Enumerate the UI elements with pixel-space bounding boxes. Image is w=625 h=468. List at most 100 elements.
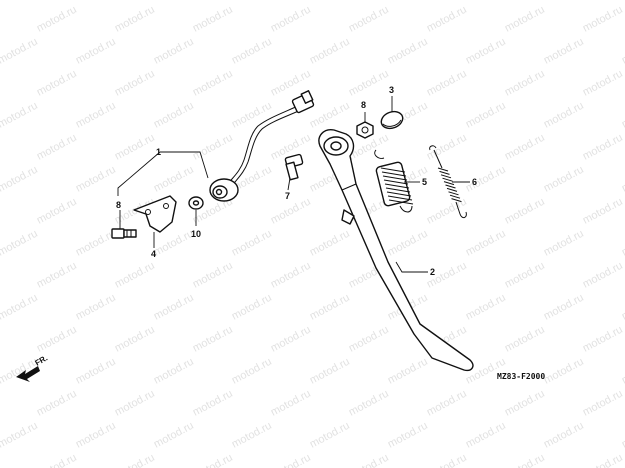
watermark-text: motod.ru (0, 228, 40, 259)
watermark-text: motod.ru (230, 356, 274, 387)
diagram-code: MZ83-F2000 (497, 372, 545, 381)
watermark-text: motod.ru (308, 356, 352, 387)
watermark-text: motod.ru (191, 260, 235, 291)
watermark-text: motod.ru (0, 132, 1, 163)
spring-coil (380, 167, 406, 173)
watermark-text: motod.ru (0, 164, 40, 195)
front-arrow-icon (16, 366, 40, 382)
watermark-text: motod.ru (503, 388, 547, 419)
watermark-text: motod.ru (0, 452, 1, 468)
watermark-text: motod.ru (113, 4, 157, 35)
watermark-text: motod.ru (152, 164, 196, 195)
watermark-text: motod.ru (425, 196, 469, 227)
watermark-text: motod.ru (0, 36, 40, 67)
watermark-text: motod.ru (308, 228, 352, 259)
spring-coil (442, 177, 453, 182)
watermark-text: motod.ru (581, 132, 625, 163)
watermark-text: motod.ru (269, 324, 313, 355)
direction-label: FR. (34, 353, 50, 367)
watermark-text: motod.ru (74, 100, 118, 131)
spring-coil (384, 183, 410, 189)
watermark-text: motod.ru (269, 196, 313, 227)
spring-coil (386, 191, 412, 197)
spring-coil (449, 194, 461, 199)
watermark-text: motod.ru (581, 388, 625, 419)
watermark-text: motod.ru (35, 68, 79, 99)
watermark-text: motod.ru (425, 68, 469, 99)
watermark-text: motod.ru (35, 452, 79, 468)
watermark-text: motod.ru (542, 0, 586, 3)
watermark-text: motod.ru (308, 420, 352, 451)
watermark-text: motod.ru (269, 4, 313, 35)
watermark-text: motod.ru (542, 100, 586, 131)
watermark-text: motod.ru (35, 196, 79, 227)
spring-coil (439, 170, 450, 175)
watermark-text: motod.ru (152, 356, 196, 387)
watermark-text: motod.ru (464, 228, 508, 259)
callout-7: 7 (285, 191, 290, 201)
callout-8-bolt: 8 (116, 200, 121, 210)
watermark-text: motod.ru (35, 132, 79, 163)
watermark-text: motod.ru (74, 164, 118, 195)
watermark-text: motod.ru (74, 228, 118, 259)
watermark-text: motod.ru (347, 388, 391, 419)
watermark-text: motod.ru (35, 4, 79, 35)
watermark-text: motod.ru (0, 4, 1, 35)
watermark-text: motod.ru (542, 228, 586, 259)
watermark-text: motod.ru (620, 356, 625, 387)
callout-6: 6 (472, 177, 477, 187)
callout-10: 10 (191, 229, 201, 239)
watermark-text: motod.ru (347, 4, 391, 35)
lock-nut (356, 121, 374, 139)
callout-2: 2 (430, 267, 435, 277)
watermark-text: motod.ru (503, 132, 547, 163)
watermark-text: motod.ru (425, 388, 469, 419)
watermark-text: motod.ru (191, 452, 235, 468)
spring-coil (445, 184, 456, 189)
watermark-text: motod.ru (35, 388, 79, 419)
watermark-text: motod.ru (581, 452, 625, 468)
watermark-text: motod.ru (503, 196, 547, 227)
flange-bolt (111, 228, 137, 239)
watermark-text: motod.ru (74, 36, 118, 67)
watermark-text: motod.ru (503, 68, 547, 99)
watermark-text: motod.ru (35, 324, 79, 355)
watermark-text: motod.ru (347, 324, 391, 355)
spring-coil (443, 181, 455, 186)
watermark-text: motod.ru (425, 4, 469, 35)
watermark-text: motod.ru (464, 420, 508, 451)
watermark-text: motod.ru (581, 4, 625, 35)
watermark-text: motod.ru (113, 132, 157, 163)
watermark-text: motod.ru (386, 0, 430, 3)
watermark-text: motod.ru (308, 0, 352, 3)
spring-coil (387, 195, 413, 201)
watermark-text: motod.ru (113, 324, 157, 355)
watermark-text: motod.ru (386, 356, 430, 387)
watermark-text: motod.ru (581, 260, 625, 291)
watermark-text: motod.ru (464, 164, 508, 195)
watermark-text: motod.ru (152, 420, 196, 451)
watermark-text: motod.ru (230, 0, 274, 3)
callout-1: 1 (156, 147, 161, 157)
watermark-text: motod.ru (230, 228, 274, 259)
watermark-text: motod.ru (113, 68, 157, 99)
spring-coil (383, 179, 409, 185)
watermark-text: motod.ru (542, 292, 586, 323)
watermark-text: motod.ru (503, 260, 547, 291)
watermark-text: motod.ru (74, 356, 118, 387)
spring-coil (437, 167, 449, 172)
spring-coil (388, 199, 414, 205)
callout-8-nut: 8 (361, 100, 366, 110)
side-stand-switch (209, 90, 315, 202)
watermark-text: motod.ru (191, 388, 235, 419)
watermark-text: motod.ru (269, 452, 313, 468)
watermark-text: motod.ru (503, 324, 547, 355)
spring-coil (446, 187, 458, 192)
watermark-text: motod.ru (425, 132, 469, 163)
spring-coil (382, 175, 408, 181)
watermark-text: motod.ru (620, 164, 625, 195)
outer-spring-coils (437, 167, 462, 203)
watermark-text: motod.ru (152, 0, 196, 3)
